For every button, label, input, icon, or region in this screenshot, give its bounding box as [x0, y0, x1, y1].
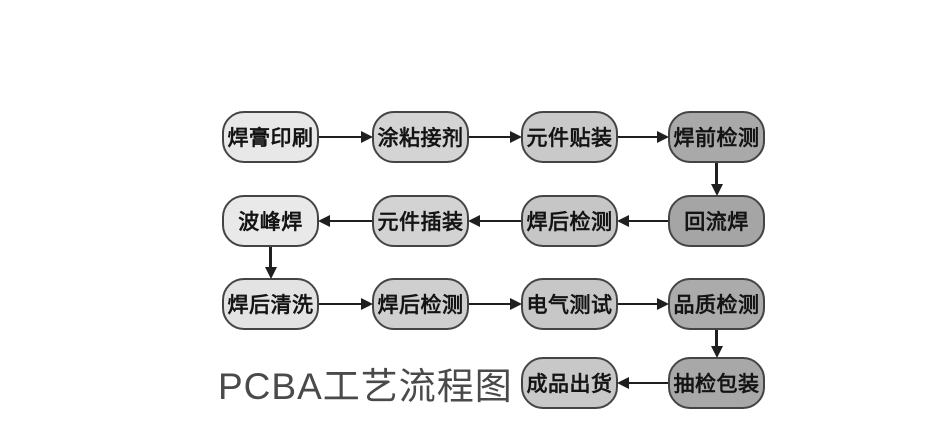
- flow-node-label: 元件插装: [377, 211, 464, 234]
- arrow-left: [617, 377, 668, 389]
- flow-node-wave-soldering: 波峰焊: [222, 195, 319, 247]
- arrowhead-icon: [710, 346, 723, 358]
- arrow-right: [319, 298, 373, 310]
- flow-node-label: 品质检测: [673, 294, 760, 317]
- arrowhead-icon: [657, 298, 669, 310]
- arrowhead-icon: [710, 184, 723, 196]
- flow-node-label: 焊膏印刷: [227, 127, 314, 150]
- arrowhead-icon: [617, 377, 629, 389]
- arrowhead-icon: [361, 131, 373, 143]
- arrow-right: [618, 131, 669, 143]
- flow-node-label: 抽检包装: [673, 373, 760, 396]
- flow-node-label: 电气测试: [526, 294, 613, 317]
- flow-node-post-solder-cleaning: 焊后清洗: [222, 278, 319, 330]
- flow-node-pre-solder-inspection: 焊前检测: [668, 111, 765, 163]
- flow-node-electrical-testing: 电气测试: [521, 278, 618, 330]
- flow-node-finished-product-shipment: 成品出货: [521, 357, 618, 409]
- flow-node-reflow-soldering: 回流焊: [668, 195, 765, 247]
- arrowhead-icon: [510, 298, 522, 310]
- flow-node-post-solder-inspection-1: 焊后检测: [521, 195, 618, 247]
- flow-node-post-solder-inspection-2: 焊后检测: [372, 278, 469, 330]
- flow-node-label: 焊后检测: [377, 294, 464, 317]
- flow-node-label: 波峰焊: [238, 211, 303, 234]
- arrow-down: [710, 163, 723, 196]
- arrow-right: [618, 298, 669, 310]
- arrow-right: [469, 298, 522, 310]
- arrowhead-icon: [510, 131, 522, 143]
- arrow-right: [319, 131, 373, 143]
- arrowhead-icon: [361, 298, 373, 310]
- arrow-down: [710, 330, 723, 358]
- arrowhead-icon: [657, 131, 669, 143]
- arrowhead-icon: [617, 215, 629, 227]
- arrow-left: [617, 215, 668, 227]
- flow-node-component-placement: 元件贴装: [521, 111, 618, 163]
- flow-node-label: 焊前检测: [673, 127, 760, 150]
- flow-node-label: 焊后清洗: [227, 294, 314, 317]
- flow-node-label: 元件贴装: [526, 127, 613, 150]
- diagram-title: PCBA工艺流程图: [218, 366, 513, 407]
- arrow-right: [469, 131, 522, 143]
- flow-node-solder-paste-printing: 焊膏印刷: [222, 111, 319, 163]
- arrow-left: [318, 215, 372, 227]
- flow-node-label: 涂粘接剂: [377, 127, 464, 150]
- flow-node-adhesive-coating: 涂粘接剂: [372, 111, 469, 163]
- flow-node-label: 焊后检测: [526, 211, 613, 234]
- flow-node-label: 回流焊: [684, 211, 749, 234]
- flow-node-sampling-packaging: 抽检包装: [668, 357, 765, 409]
- arrowhead-icon: [318, 215, 330, 227]
- flow-node-label: 成品出货: [526, 373, 613, 396]
- arrow-left: [468, 215, 521, 227]
- arrowhead-icon: [264, 267, 277, 279]
- arrowhead-icon: [468, 215, 480, 227]
- arrow-down: [264, 247, 277, 279]
- flow-node-quality-inspection: 品质检测: [668, 278, 765, 330]
- flow-node-component-insertion: 元件插装: [372, 195, 469, 247]
